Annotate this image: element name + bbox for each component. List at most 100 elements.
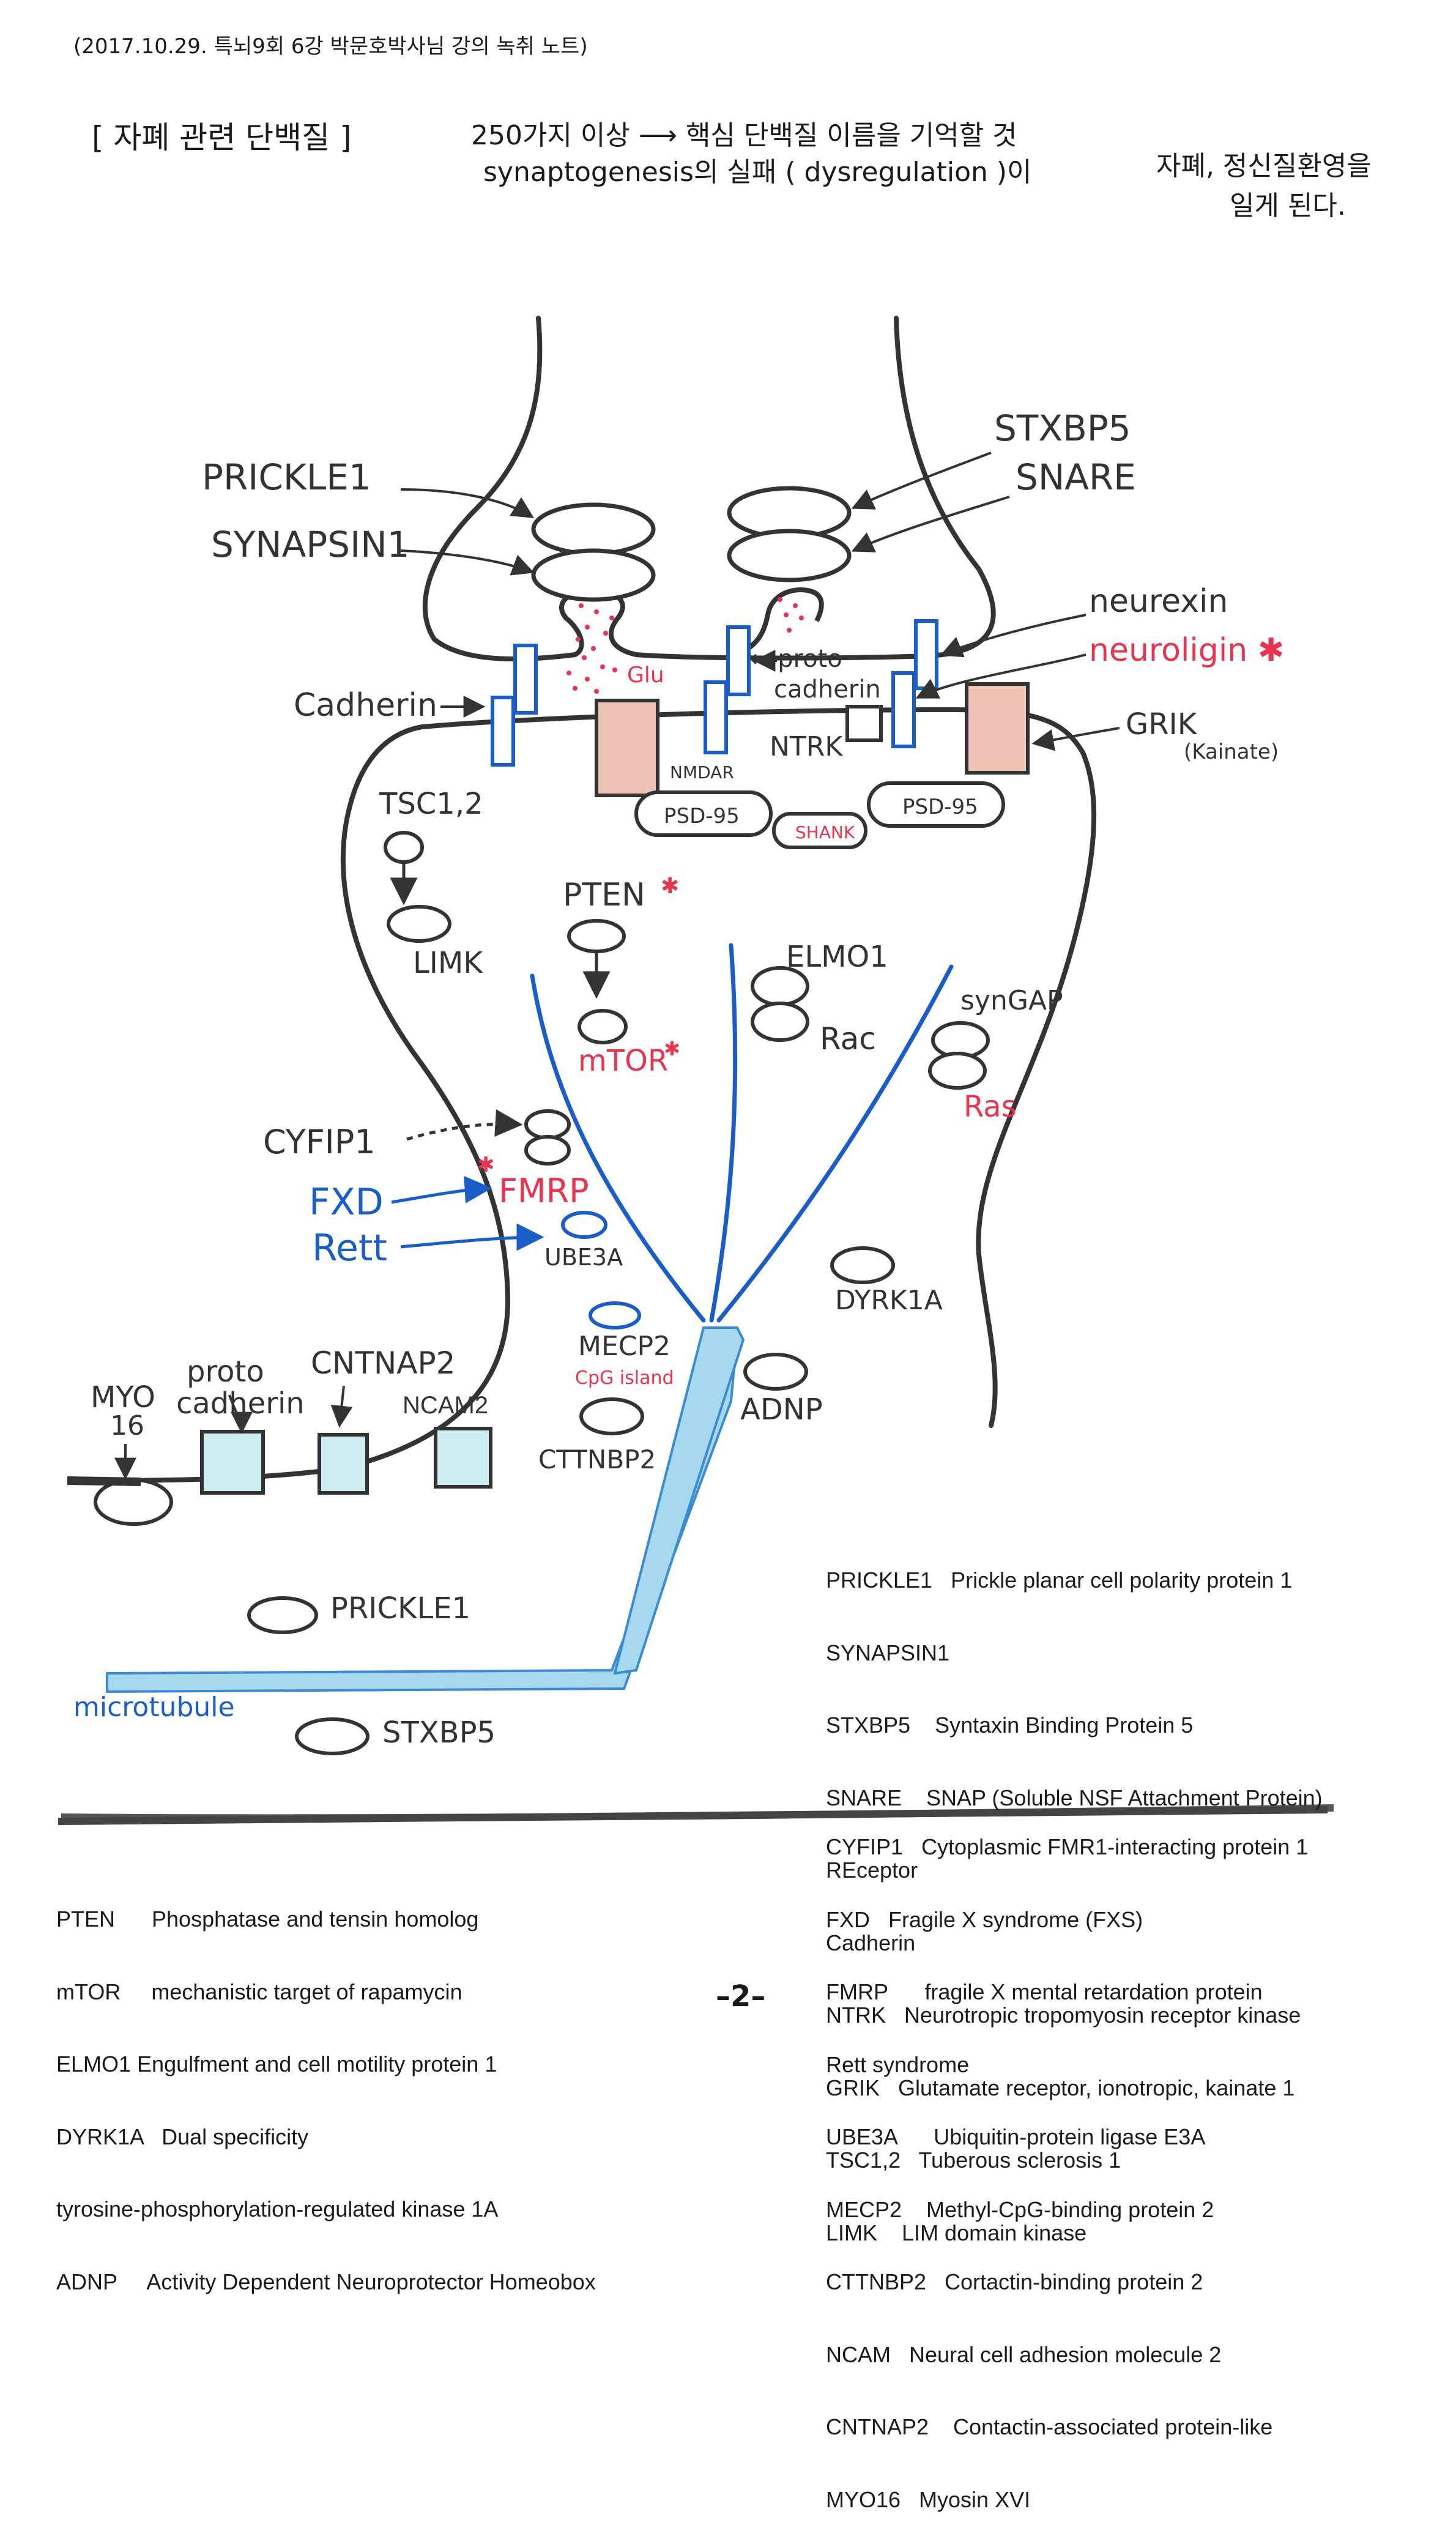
label-protocadherin-bottom-1: proto	[187, 1355, 264, 1389]
glossary-entry: NCAM Neural cell adhesion molecule 2	[826, 2341, 1222, 2367]
label-pten: PTEN	[563, 877, 645, 913]
label-fxd: FXD	[309, 1181, 384, 1224]
title-bracket: [ 자폐 관련 단백질 ]	[92, 120, 352, 155]
label-prickle1-bottom: PRICKLE1	[330, 1591, 470, 1626]
limk-protein	[387, 905, 451, 943]
label-nmdar: NMDAR	[670, 762, 734, 783]
title-line4: 일게 된다.	[1230, 190, 1346, 221]
glossary-entry: ELMO1 Engulfment and cell motility prote…	[56, 2051, 497, 2077]
neuroligin	[891, 671, 916, 748]
synapse-diagram: PRICKLE1 SYNAPSIN1 STXBP5 SNARE neurexin…	[58, 316, 1334, 1825]
rac-protein	[751, 1002, 809, 1042]
glossary-right-bottom: CYFIP1 Cytoplasmic FMR1-interacting prot…	[826, 1787, 1308, 2536]
nmdar-receptor	[595, 699, 659, 797]
glutamate-dots	[566, 597, 804, 694]
label-pten-star: ✱	[661, 874, 679, 899]
label-dyrk1a: DYRK1A	[835, 1285, 943, 1316]
label-cpg: CpG island	[575, 1367, 674, 1389]
label-snare: SNARE	[1016, 456, 1136, 498]
separator-line	[58, 1806, 1328, 1825]
label-mtor-star: ✱	[664, 1037, 680, 1060]
page-number: –2–	[716, 1979, 766, 2014]
glossary-entry: STXBP5 Syntaxin Binding Protein 5	[826, 1712, 1194, 1738]
mecp2-protein	[589, 1301, 641, 1329]
label-tsc: TSC1,2	[379, 787, 483, 821]
protocadherin-pre	[726, 625, 751, 696]
label-neuroligin: neuroligin ✱	[1089, 632, 1284, 669]
glossary-entry: PTEN Phosphatase and tensin homolog	[56, 1906, 479, 1932]
glossary-entry: ADNP Activity Dependent Neuroprotector H…	[56, 2269, 596, 2294]
glossary-entry: NTRK Neurotropic tropomyosin receptor ki…	[826, 2002, 1301, 2028]
protocadherin-bottom-box	[200, 1430, 265, 1495]
label-synapsin1: SYNAPSIN1	[211, 524, 410, 565]
mtor-protein	[578, 1009, 628, 1044]
ncam2-box	[434, 1427, 492, 1489]
label-fmrp: FMRP	[499, 1172, 589, 1210]
cytoskeleton-branches	[530, 943, 954, 1323]
label-shank: SHANK	[795, 822, 855, 842]
label-myo16-2: 16	[110, 1410, 144, 1441]
ntrk-receptor	[845, 705, 883, 742]
vesicle-fusion-right	[730, 587, 824, 658]
lecture-header: (2017.10.29. 특뇌9회 6강 박문호박사님 강의 녹취 노트)	[73, 34, 588, 59]
membrane-line-thick	[67, 1476, 141, 1486]
label-cyfip1: CYFIP1	[263, 1123, 376, 1161]
label-protocadherin-top-2: cadherin	[774, 675, 881, 704]
glossary-left: PTEN Phosphatase and tensin homolog mTOR…	[56, 1859, 596, 2318]
label-cttnbp2: CTTNBP2	[538, 1445, 656, 1474]
pten-protein	[567, 919, 626, 953]
glossary-entry: MYO16 Myosin XVI	[826, 2486, 1031, 2512]
glossary-entry: CTTNBP2 Cortactin-binding protein 2	[826, 2269, 1203, 2294]
label-fmrp-star: ✱	[477, 1153, 495, 1177]
cttnbp2-protein	[579, 1397, 644, 1435]
glossary-entry: Cadherin	[826, 1930, 916, 1955]
label-ras: Ras	[964, 1090, 1017, 1124]
glossary-entry: MECP2 Methyl-CpG-binding protein 2	[826, 2196, 1214, 2222]
label-prickle1-top: PRICKLE1	[202, 456, 371, 498]
glossary-entry: FXD Fragile X syndrome (FXS)	[826, 1906, 1143, 1932]
label-kainate: (Kainate)	[1184, 740, 1279, 764]
label-protocadherin-top-1: ← proto	[749, 645, 842, 673]
label-stxbp5-top: STXBP5	[994, 407, 1131, 449]
label-microtubule: microtubule	[73, 1692, 235, 1723]
adnp-protein	[743, 1353, 808, 1391]
rett-arrow	[400, 1223, 544, 1251]
shank	[772, 812, 867, 849]
label-adnp: ADNP	[740, 1393, 823, 1427]
label-ncam2: NCAM2	[403, 1392, 488, 1419]
label-stxbp5-bottom: STXBP5	[382, 1716, 496, 1750]
prickle1-vesicle	[531, 502, 656, 556]
label-mtor: mTOR	[578, 1044, 668, 1078]
glossary-entry: CYFIP1 Cytoplasmic FMR1-interacting prot…	[826, 1834, 1309, 1859]
protocadherin-post	[704, 680, 728, 754]
label-rac: Rac	[820, 1021, 876, 1057]
cyfip1-fmrp-lower	[524, 1135, 571, 1166]
label-mecp2: MECP2	[578, 1331, 670, 1362]
psd95-right	[867, 781, 1005, 828]
title-line1: 250가지 이상 ⟶ 핵심 단백질 이름을 기억할 것	[471, 120, 1017, 151]
grik-receptor	[965, 682, 1030, 775]
label-cntnap2: CNTNAP2	[311, 1345, 455, 1381]
cyfip1-dashed-arrow	[406, 1109, 523, 1141]
stxbp5-bottom-protein	[295, 1717, 370, 1755]
glossary-entry: CNTNAP2 Contactin-associated protein-lik…	[826, 2414, 1273, 2439]
cadherin-post	[491, 696, 515, 767]
cadherin-pre	[513, 644, 538, 715]
label-syngap: synGAP	[960, 985, 1063, 1016]
label-protocadherin-bottom-2: cadherin	[176, 1386, 305, 1421]
glossary-entry: DYRK1A Dual specificity	[56, 2124, 309, 2149]
label-grik: GRIK	[1126, 707, 1198, 742]
neurexin	[914, 619, 938, 690]
cyfip1-fmrp-upper	[524, 1109, 571, 1140]
label-arrows	[114, 452, 1120, 1480]
ras-protein	[928, 1052, 987, 1090]
microtubule-shaft	[613, 1326, 745, 1675]
label-glu: Glu	[627, 663, 664, 688]
label-rett: Rett	[312, 1227, 387, 1270]
prickle1-bottom-protein	[247, 1596, 318, 1634]
psd95-left	[634, 790, 773, 837]
label-ube3a: UBE3A	[544, 1244, 623, 1271]
cntnap2-box	[318, 1433, 369, 1495]
glossary-entry: SNARE SNAP (Soluble NSF Attachment Prote…	[826, 1785, 1323, 1810]
glossary-entry: FMRP fragile X mental retardation protei…	[826, 1979, 1263, 2004]
